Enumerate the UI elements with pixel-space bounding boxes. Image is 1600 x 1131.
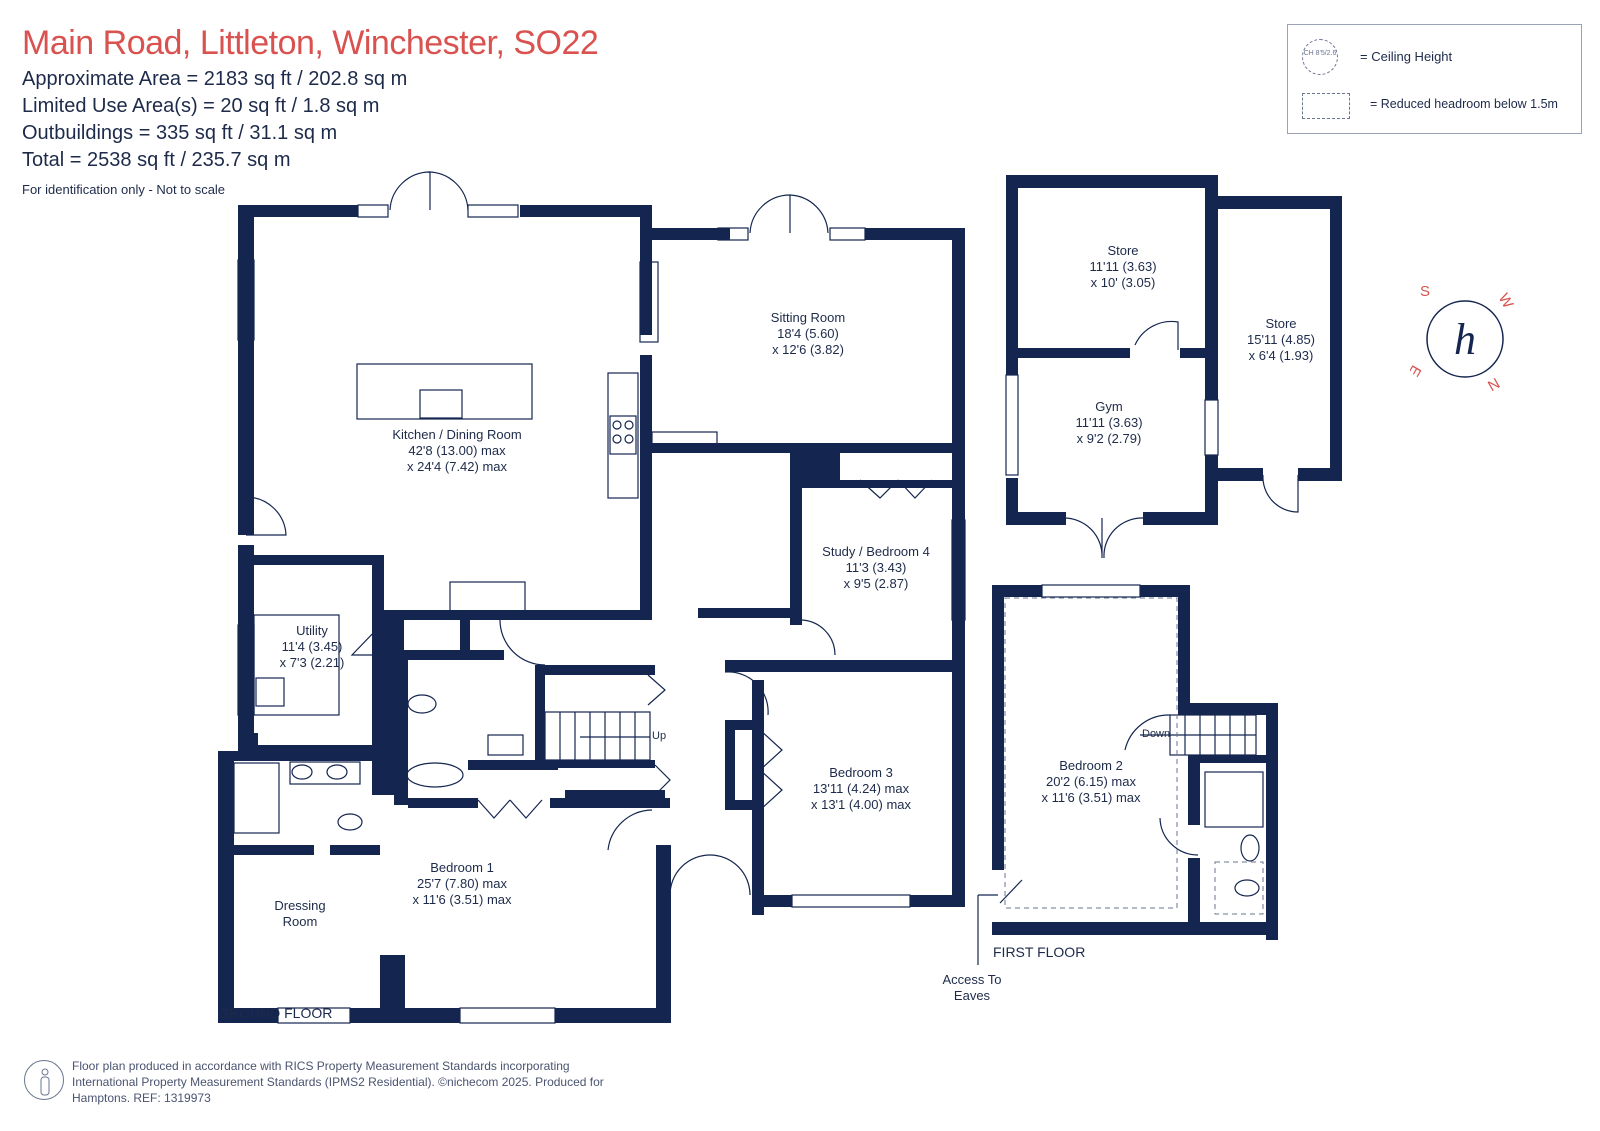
room-dim: x 10' (3.05)	[1090, 275, 1156, 290]
room-dim: 13'11 (4.24) max	[812, 781, 910, 796]
room-name: Utility	[296, 623, 328, 638]
room-name: Bedroom 1	[430, 860, 494, 875]
compass-logo: h	[1454, 315, 1476, 364]
stairs-down-label: Down	[1142, 728, 1171, 740]
room-dim: 15'11 (4.85)	[1246, 332, 1316, 347]
room-dim: x 13'1 (4.00) max	[810, 797, 912, 812]
access-eaves-line2: Eaves	[953, 988, 991, 1003]
room-bedroom-1: Bedroom 1 25'7 (7.80) max x 11'6 (3.51) …	[412, 860, 511, 908]
room-study: Study / Bedroom 4 11'3 (3.43) x 9'5 (2.8…	[822, 544, 930, 592]
room-name: Kitchen / Dining Room	[392, 427, 522, 442]
room-store-1: Store 11'11 (3.63) x 10' (3.05)	[1089, 243, 1156, 291]
room-dim: 18'4 (5.60)	[777, 326, 839, 341]
property-title: Main Road, Littleton, Winchester, SO22	[22, 24, 599, 62]
room-name: Study / Bedroom 4	[822, 544, 930, 559]
access-eaves-line1: Access To	[942, 972, 1002, 987]
room-dim: x 6'4 (1.93)	[1248, 348, 1314, 363]
total-area: Total = 2538 sq ft / 235.7 sq m	[22, 149, 291, 171]
room-dim: x 11'6 (3.51) max	[412, 892, 512, 907]
room-bedroom-3: Bedroom 3 13'11 (4.24) max x 13'1 (4.00)…	[811, 765, 911, 813]
room-store-2: Store 15'11 (4.85) x 6'4 (1.93)	[1247, 316, 1315, 364]
footer-line3: Hamptons. REF: 1319973	[72, 1091, 211, 1105]
compass-e: E	[1410, 362, 1424, 379]
reduced-headroom-swatch	[1302, 93, 1350, 119]
room-name: Bedroom 3	[829, 765, 893, 780]
footer-disclaimer: Floor plan produced in accordance with R…	[72, 1058, 692, 1106]
room-name-2: Room	[282, 914, 318, 929]
room-dim: x 9'5 (2.87)	[843, 576, 909, 591]
room-name: Sitting Room	[770, 310, 846, 325]
room-name: Bedroom 2	[1059, 758, 1123, 773]
limited-use-area: Limited Use Area(s) = 20 sq ft / 1.8 sq …	[22, 95, 380, 117]
room-name: Store	[1107, 243, 1139, 258]
room-utility: Utility 11'4 (3.45) x 7'3 (2.21)	[280, 623, 345, 671]
footer-line1: Floor plan produced in accordance with R…	[72, 1059, 570, 1073]
room-sitting: Sitting Room 18'4 (5.60) x 12'6 (3.82)	[771, 310, 845, 358]
room-dim: x 7'3 (2.21)	[279, 655, 345, 670]
stairs-up-label: Up	[652, 730, 667, 742]
room-kitchen-dining: Kitchen / Dining Room 42'8 (13.00) max x…	[392, 427, 521, 475]
legend: CH 8'5/2.6 = Ceiling Height = Reduced he…	[1287, 24, 1582, 134]
reduced-headroom-label: = Reduced headroom below 1.5m	[1370, 97, 1558, 111]
ground-floor-label: GROUND FLOOR	[218, 1005, 333, 1021]
doors-windows	[233, 171, 1299, 1024]
room-dim: x 24'4 (7.42) max	[406, 459, 508, 474]
walls	[218, 175, 1342, 1023]
room-dim: 42'8 (13.00) max	[408, 443, 506, 458]
room-name: Dressing	[274, 898, 326, 913]
room-gym: Gym 11'11 (3.63) x 9'2 (2.79)	[1075, 399, 1142, 447]
ceiling-height-label: = Ceiling Height	[1360, 49, 1453, 64]
room-dim: 11'3 (3.43)	[845, 560, 907, 575]
room-dim: 11'11 (3.63)	[1089, 259, 1157, 274]
compass-s: S	[1420, 284, 1430, 300]
room-dim: x 9'2 (2.79)	[1076, 431, 1142, 446]
room-name: Store	[1265, 316, 1297, 331]
approx-area: Approximate Area = 2183 sq ft / 202.8 sq…	[22, 68, 408, 90]
room-dim: 25'7 (7.80) max	[417, 876, 507, 891]
room-name: Gym	[1095, 399, 1123, 414]
room-dressing: Dressing Room	[274, 898, 325, 930]
outbuildings-area: Outbuildings = 335 sq ft / 31.1 sq m	[22, 122, 338, 144]
compass-w: W	[1495, 291, 1517, 312]
room-dim: 20'2 (6.15) max	[1046, 774, 1136, 789]
room-dim: 11'4 (3.45)	[281, 639, 343, 654]
scale-note: For identification only - Not to scale	[22, 182, 226, 197]
room-bedroom-2: Bedroom 2 20'2 (6.15) max x 11'6 (3.51) …	[1041, 758, 1140, 806]
room-dim: 11'11 (3.63)	[1075, 415, 1143, 430]
reduced-headroom-zones	[1004, 597, 1264, 915]
ceiling-height-badge: CH 8'5/2.6	[1302, 39, 1338, 75]
compass-icon: h S W N E	[1410, 284, 1517, 394]
access-eaves-label: Access To Eaves	[942, 972, 1001, 1004]
footer-line2: International Property Measurement Stand…	[72, 1075, 604, 1089]
room-dim: x 12'6 (3.82)	[772, 342, 844, 357]
area-summary: Approximate Area = 2183 sq ft / 202.8 sq…	[22, 66, 407, 174]
person-icon	[24, 1060, 64, 1100]
first-floor-label: FIRST FLOOR	[993, 944, 1086, 960]
room-dim: x 11'6 (3.51) max	[1041, 790, 1141, 805]
compass-n: N	[1485, 375, 1503, 394]
